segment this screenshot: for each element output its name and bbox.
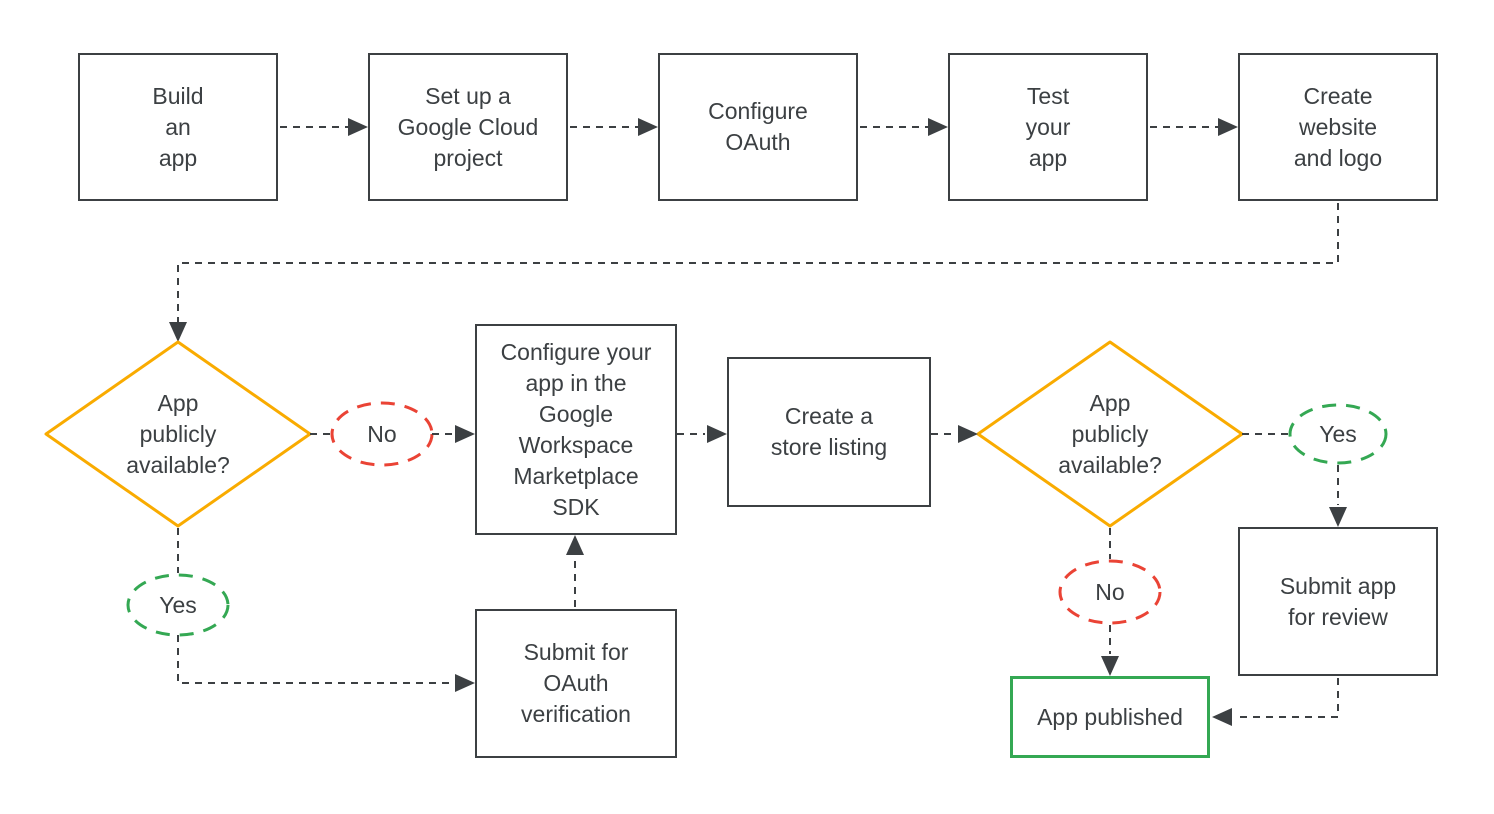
process-box-build-app-label: Build an app [152,82,204,171]
arrowhead-build-to-cloud [348,118,368,136]
connector-yes1-to-verify [177,635,453,684]
connector-review-to-published [1234,678,1339,718]
arrowhead-no2-to-published [1101,656,1119,676]
yes-oval-1 [126,573,230,637]
arrowhead-listing-to-decision2 [958,425,978,443]
process-box-store-listing-label: Create a store listing [770,403,888,460]
arrowhead-yes1-to-verify [455,674,475,692]
yes-oval-2 [1288,403,1388,465]
terminal-box-app-published: App published [1010,676,1210,758]
no-label-2-text: No [1095,578,1125,605]
process-box-marketplace-sdk-label: Configure your app in the Google Workspa… [500,338,652,520]
process-box-cloud-project-label: Set up a Google Cloud project [397,82,539,171]
process-box-build-app: Build an app [78,53,278,201]
process-box-marketplace-sdk: Configure your app in the Google Workspa… [475,324,677,535]
no-label-1: No [342,412,422,456]
decision-diamond-1-shape [44,340,312,528]
process-box-oauth-verification-label: Submit for OAuth verification [521,639,631,727]
process-box-submit-review: Submit app for review [1238,527,1438,676]
process-box-create-website-label: Create website and logo [1293,82,1383,171]
yes-label-1: Yes [138,583,218,627]
decision-diamond-2-shape [976,340,1244,528]
connector-website-to-decision1 [177,203,1339,322]
yes-label-2-text: Yes [1319,420,1357,447]
no-label-1-text: No [367,420,397,447]
arrowhead-verify-to-sdk [566,535,584,555]
terminal-box-app-published-label: App published [1037,703,1183,730]
decision-diamond-1-label: App publicly available? [126,389,230,478]
process-box-configure-oauth-label: Configure OAuth [708,98,808,155]
decision-diamond-2-label: App publicly available? [1058,389,1162,478]
arrowhead-sdk-to-listing [707,425,727,443]
process-box-test-app-label: Test your app [1025,82,1071,171]
process-box-configure-oauth: Configure OAuth [658,53,858,201]
process-box-create-website: Create website and logo [1238,53,1438,201]
arrowhead-test-to-website [1218,118,1238,136]
process-box-store-listing: Create a store listing [727,357,931,507]
process-box-test-app: Test your app [948,53,1148,201]
yes-label-1-text: Yes [159,591,197,618]
no-oval-2 [1058,559,1162,625]
yes-label-2: Yes [1298,412,1378,456]
process-box-cloud-project: Set up a Google Cloud project [368,53,568,201]
arrowhead-website-to-decision1 [169,322,187,342]
arrowhead-oauth-to-test [928,118,948,136]
arrowhead-yes2-to-review [1329,507,1347,527]
arrowhead-no1-to-sdk [455,425,475,443]
decision-diamond-1: App publicly available? [73,374,283,494]
no-label-2: No [1070,570,1150,614]
process-box-oauth-verification: Submit for OAuth verification [475,609,677,758]
process-box-submit-review-label: Submit app for review [1279,572,1397,630]
arrowhead-review-to-published [1212,708,1232,726]
arrowhead-cloud-to-oauth [638,118,658,136]
decision-diamond-2: App publicly available? [1005,374,1215,494]
